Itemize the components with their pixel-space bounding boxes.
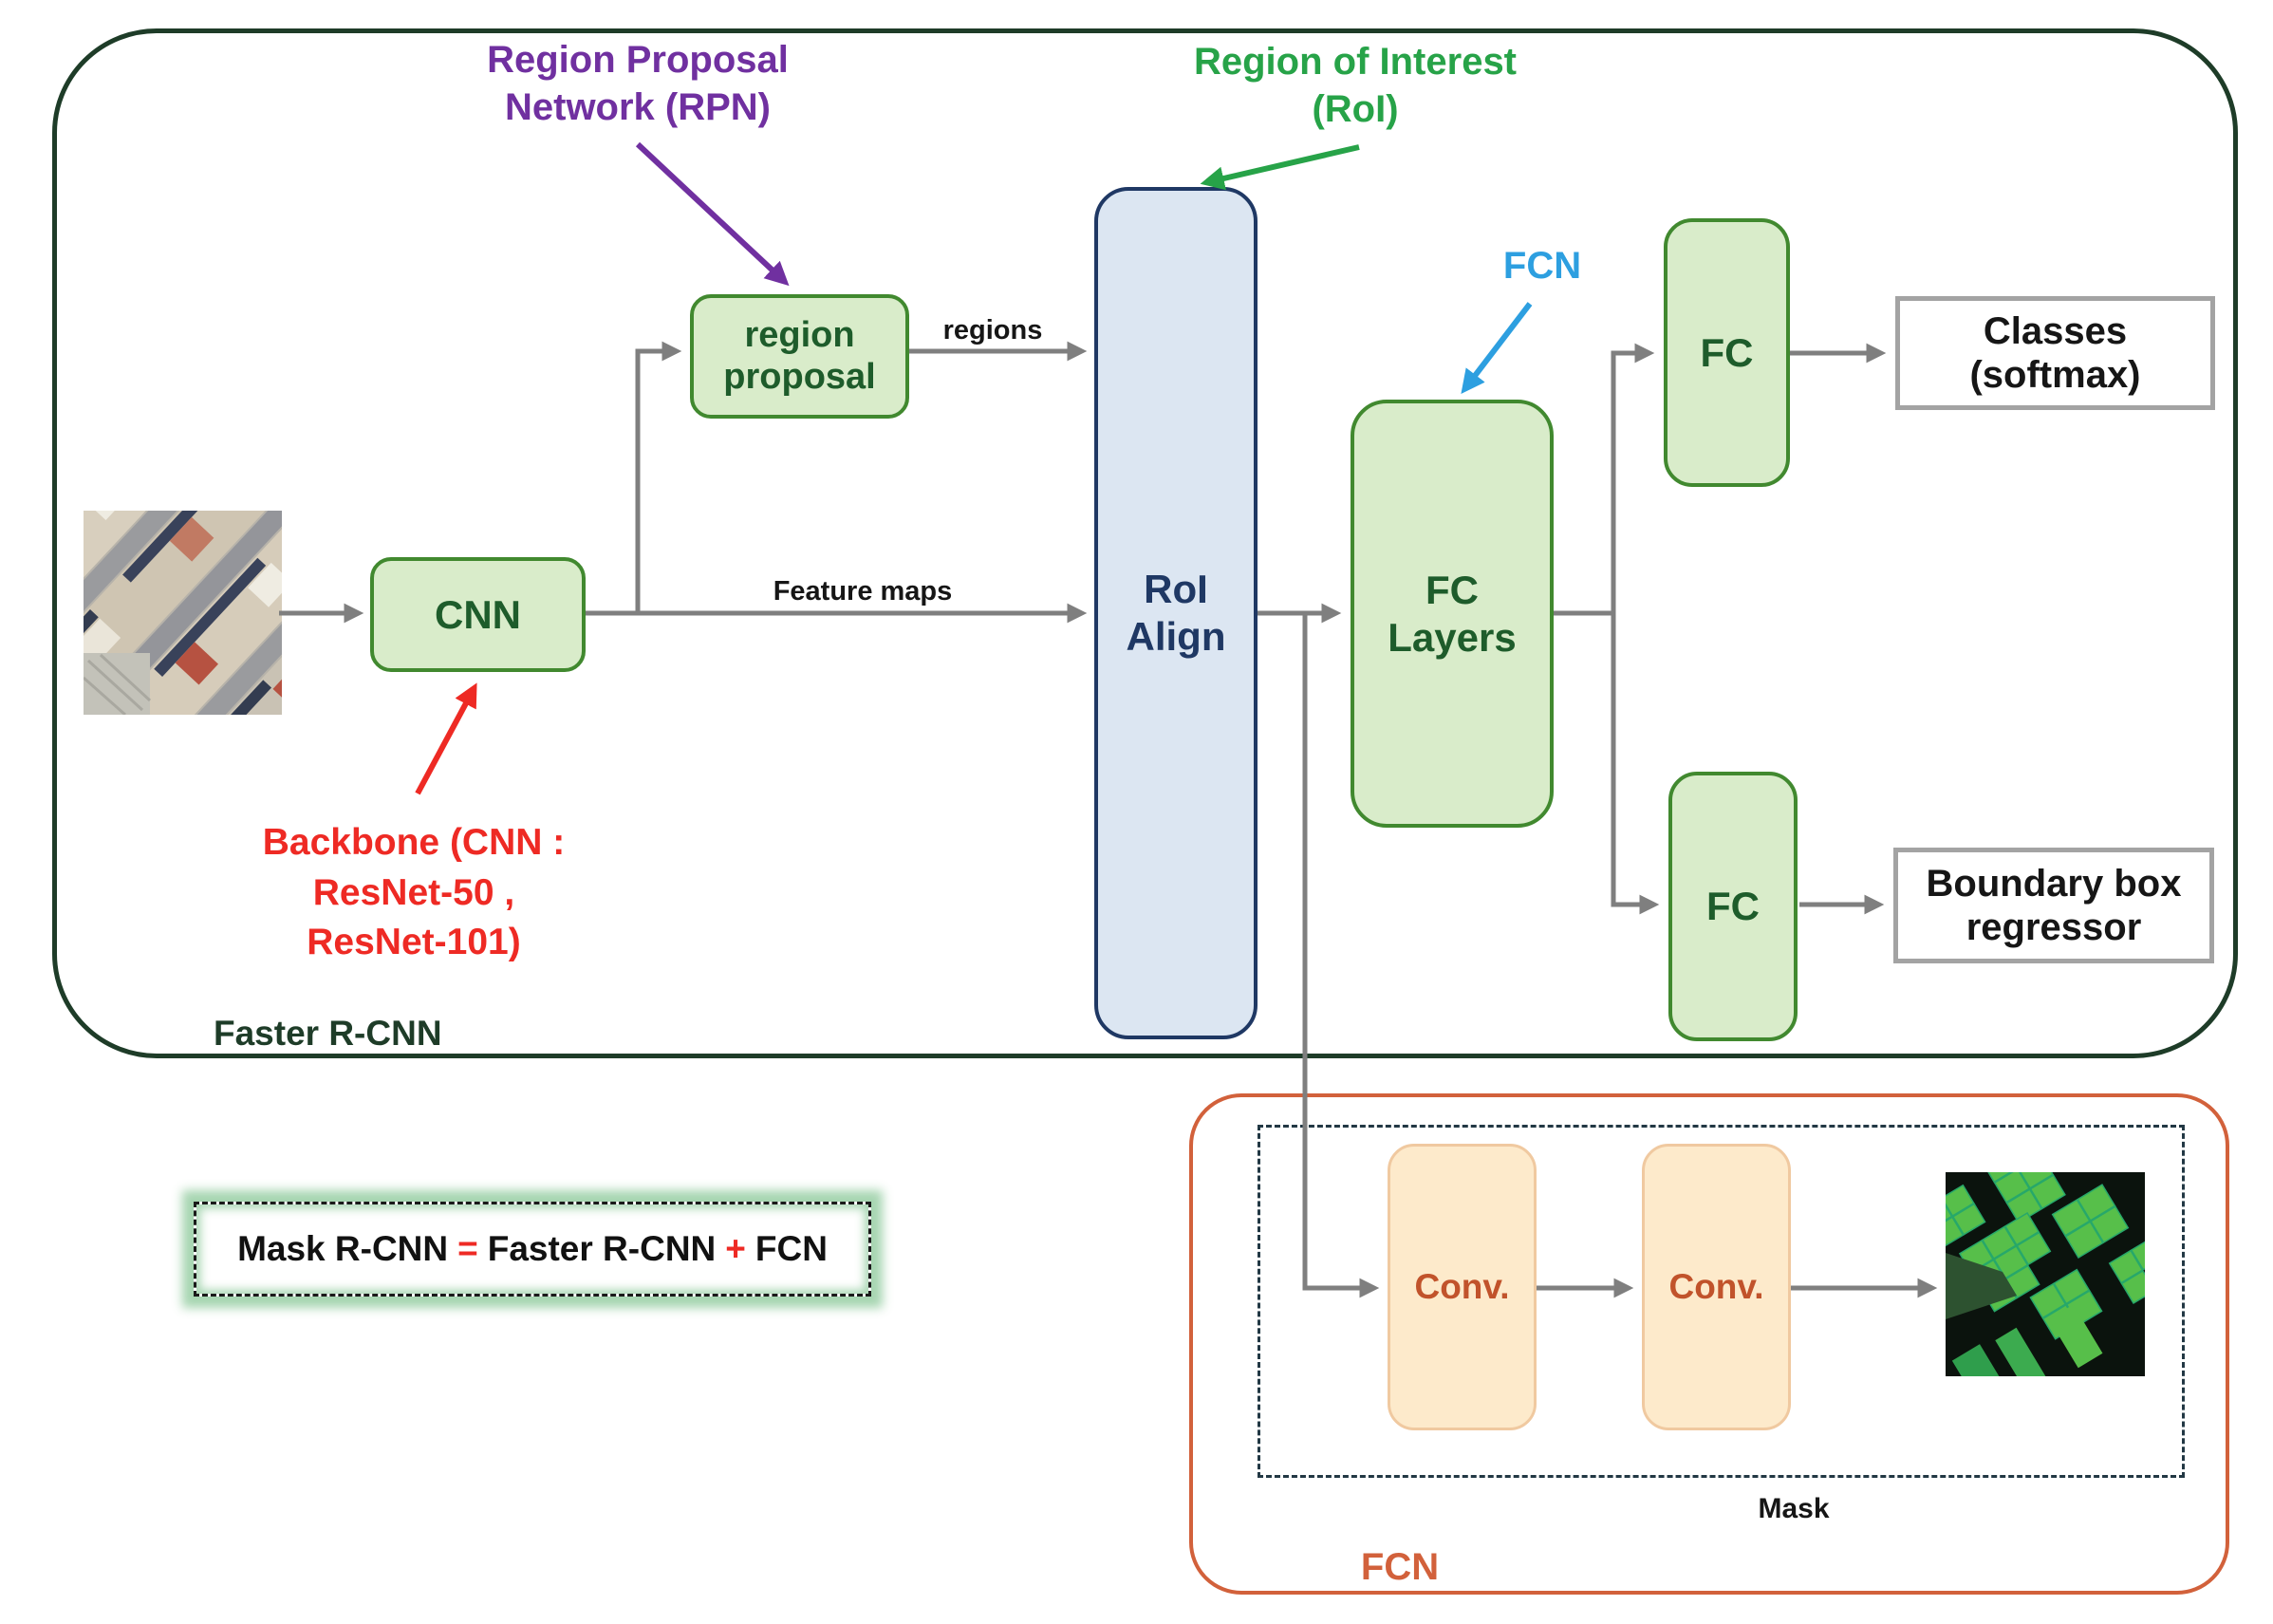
region-proposal-box: region proposal [690, 294, 909, 419]
rpn-annotation: Region Proposal Network (RPN) [487, 39, 789, 128]
conv1-box: Conv. [1388, 1144, 1537, 1430]
fcn-annotation: FCN [1502, 245, 1582, 287]
cnn-box-label: CNN [435, 591, 521, 637]
cnn-box: CNN [370, 557, 586, 672]
fc-bottom-box: FC [1668, 772, 1798, 1041]
mask-rcnn-equation-badge: Mask R-CNN = Faster R-CNN + FCN [194, 1202, 871, 1297]
boundary-box-regressor-label: Boundary box regressor [1926, 863, 2182, 948]
equation-mid: Faster R-CNN [487, 1229, 717, 1268]
mask-label: Mask [1758, 1493, 1830, 1524]
classes-output-label: Classes (softmax) [1969, 310, 2141, 396]
mask-dashed-frame [1258, 1125, 2185, 1478]
conv2-box: Conv. [1642, 1144, 1791, 1430]
conv2-box-label: Conv. [1668, 1267, 1764, 1306]
roi-align-box-label: RoI Align [1126, 567, 1226, 659]
faster-rcnn-label: Faster R-CNN [214, 1014, 442, 1053]
equation-equals: = [457, 1229, 478, 1268]
classes-output-box: Classes (softmax) [1895, 296, 2215, 410]
fc-layers-box-label: FC Layers [1388, 567, 1517, 660]
equation-rhs: FCN [755, 1229, 828, 1268]
equation-plus: + [725, 1229, 746, 1268]
regions-edge-label: regions [942, 314, 1043, 345]
conv1-box-label: Conv. [1414, 1267, 1510, 1306]
region-proposal-box-label: region proposal [723, 314, 876, 397]
fc-bottom-box-label: FC [1706, 884, 1760, 929]
fc-top-box: FC [1664, 218, 1790, 487]
fcn-frame [1189, 1093, 2229, 1595]
output-mask-image [1946, 1172, 2145, 1376]
faster-rcnn-frame [52, 28, 2238, 1058]
feature-maps-edge-label: Feature maps [773, 575, 953, 607]
fcn-frame-label: FCN [1360, 1545, 1440, 1588]
fc-top-box-label: FC [1700, 329, 1754, 375]
input-satellite-image [84, 511, 282, 715]
boundary-box-regressor-box: Boundary box regressor [1893, 848, 2214, 963]
roi-align-box: RoI Align [1094, 187, 1258, 1039]
roi-annotation: Region of Interest (RoI) [1193, 41, 1518, 130]
fc-layers-box: FC Layers [1351, 400, 1554, 828]
backbone-annotation: Backbone (CNN : ResNet-50 , ResNet-101) [262, 822, 566, 963]
equation-lhs: Mask R-CNN [237, 1229, 449, 1268]
